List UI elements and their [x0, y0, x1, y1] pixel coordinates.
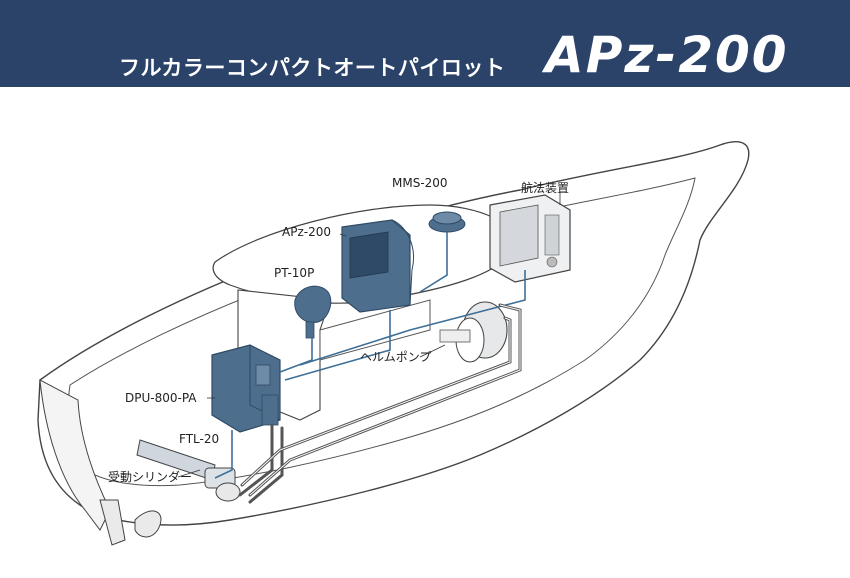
label-ftl: FTL-20 — [179, 432, 220, 446]
apz-display — [341, 219, 414, 313]
label-nav: 航法装置 — [521, 181, 570, 195]
label-apz: APz-200 — [282, 225, 331, 239]
header-subtitle: フルカラーコンパクトオートパイロット — [119, 56, 506, 80]
header-title: APz-200 — [545, 26, 789, 84]
label-helm: ヘルムポンプ — [360, 350, 432, 364]
console-front — [319, 299, 431, 361]
header-banner: フルカラーコンパクトオートパイロット APz-200 — [0, 0, 850, 87]
boat-transom — [39, 379, 111, 531]
label-pt: PT-10P — [274, 266, 315, 280]
label-mms: MMS-200 — [392, 176, 448, 190]
signal-cables — [214, 232, 526, 479]
boat-diagram: MMS-200 航法装置 APz-200 PT-10P ヘルムポンプ DPU-8… — [0, 87, 850, 578]
helm-pump — [439, 301, 508, 363]
hose-highlight — [241, 304, 521, 496]
label-dpu: DPU-800-PA — [125, 391, 197, 405]
propeller — [99, 499, 162, 546]
pt-remote — [294, 285, 332, 339]
diagram-canvas — [37, 141, 750, 546]
dpu-unit — [211, 344, 281, 433]
nav-device — [489, 194, 571, 283]
label-cyl: 受動シリンダー — [108, 470, 193, 484]
mms-sensor — [428, 211, 466, 233]
leader-lines — [177, 192, 561, 478]
